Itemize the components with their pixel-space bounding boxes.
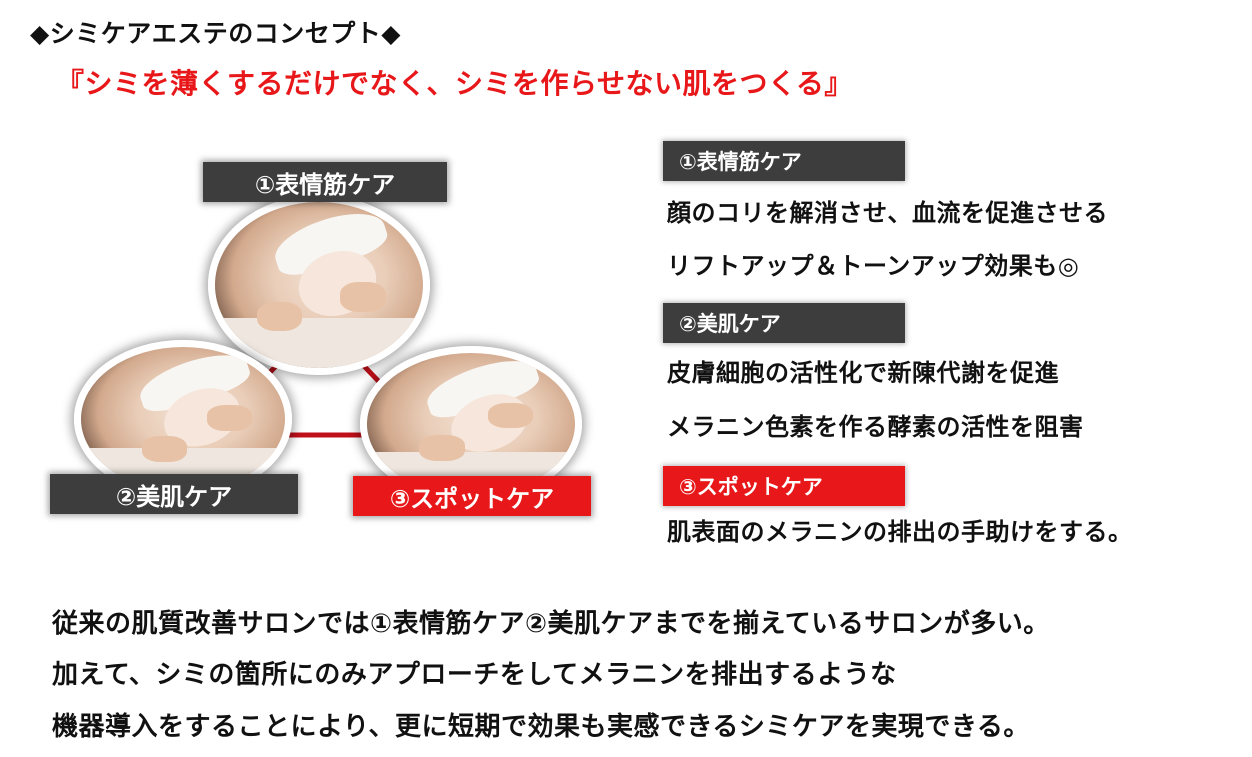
summary-line-3: 機器導入をすることにより、更に短期で効果も実感できるシミケアを実現できる。	[52, 712, 1030, 742]
section-2-line-2: メラニン色素を作る酵素の活性を阻害	[667, 413, 1084, 441]
summary-line-1: 従来の肌質改善サロンでは①表情筋ケア②美肌ケアまでを揃えているサロンが多い。	[52, 609, 1050, 639]
diagram-label-facial-muscle-care: ①表情筋ケア	[203, 162, 447, 202]
diagram-label-beauty-skin-care: ②美肌ケア	[50, 474, 298, 514]
section-1-line-2: リフトアップ＆トーンアップ効果も◎	[667, 252, 1080, 280]
section-1-line-1: 顔のコリを解消させ、血流を促進させる	[667, 199, 1108, 227]
section-label-facial-muscle-care: ①表情筋ケア	[663, 141, 905, 181]
concept-tagline: 『シミを薄くするだけでなく、シミを作らせない肌をつくる』	[56, 67, 853, 100]
concept-heading: ◆シミケアエステのコンセプト◆	[30, 19, 401, 48]
section-label-spot-care: ③スポットケア	[663, 466, 905, 506]
facial-care-photo-2	[74, 340, 292, 498]
section-label-beauty-skin-care: ②美肌ケア	[663, 303, 905, 343]
facial-care-photo-1	[208, 195, 430, 375]
section-3-line-1: 肌表面のメラニンの排出の手助けをする。	[667, 518, 1133, 546]
section-2-line-1: 皮膚細胞の活性化で新陳代謝を促進	[667, 359, 1059, 387]
diagram-label-spot-care: ③スポットケア	[353, 476, 591, 516]
care-triangle-diagram: ①表情筋ケア ②美肌ケア ③スポットケア	[50, 150, 610, 530]
summary-line-2: 加えて、シミの箇所にのみアプローチをしてメラニンを排出するような	[52, 660, 897, 690]
